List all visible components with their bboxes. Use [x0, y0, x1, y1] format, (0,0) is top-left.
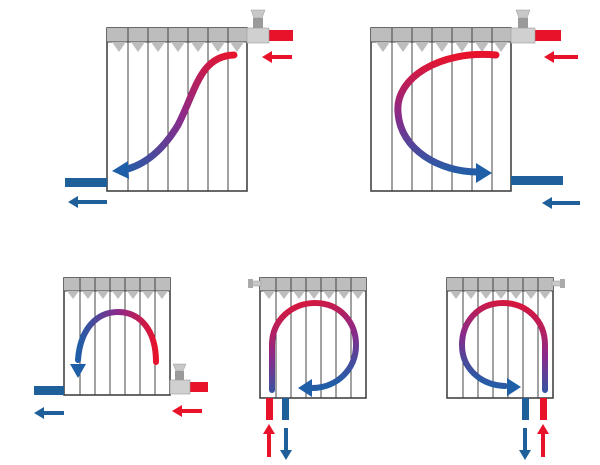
- return-pipe: [282, 398, 289, 420]
- supply-pipe: [266, 398, 273, 420]
- supply-valve: [246, 9, 293, 44]
- diagram-side: [370, 9, 580, 209]
- supply-valve: [510, 9, 561, 44]
- air-valve: [248, 279, 262, 288]
- diagram-bottom-loop-right: [446, 277, 565, 460]
- flow-arrowhead: [476, 163, 492, 183]
- radiator: [446, 277, 565, 399]
- diagram-bottom-loop-left: [248, 277, 367, 460]
- flow-curve: [120, 51, 238, 174]
- flow-arrowhead: [298, 379, 312, 397]
- supply-pipe: [540, 398, 547, 420]
- flow-arrowhead: [70, 364, 86, 378]
- flow-curve: [75, 308, 159, 365]
- flow-curve: [269, 299, 360, 393]
- return-pipe: [34, 386, 64, 395]
- flow-curve: [394, 50, 500, 176]
- flow-arrowhead: [507, 378, 521, 396]
- supply-arrowhead: [262, 51, 272, 63]
- air-valve: [551, 279, 565, 288]
- return-pipe: [511, 176, 563, 185]
- flow-curve: [458, 299, 548, 393]
- supply-valve: [169, 363, 208, 395]
- flow-arrowhead: [112, 161, 129, 179]
- diagram-bottom-arch: [34, 277, 208, 419]
- return-pipe: [522, 398, 529, 420]
- radiator: [248, 277, 367, 399]
- return-pipe: [65, 178, 107, 187]
- diagram-diagonal: [65, 9, 293, 208]
